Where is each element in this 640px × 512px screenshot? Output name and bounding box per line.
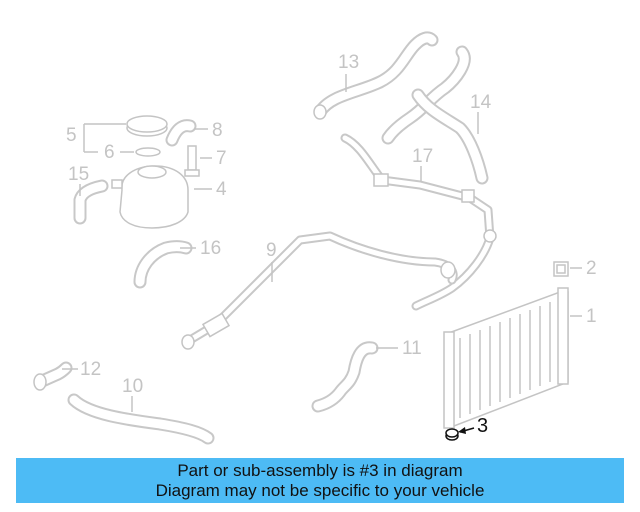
part-9-pipe bbox=[181, 231, 458, 350]
callout-3: 3 bbox=[477, 415, 488, 437]
callout-1: 1 bbox=[586, 306, 597, 327]
callout-8: 8 bbox=[212, 120, 223, 141]
callout-7: 7 bbox=[216, 148, 227, 169]
part-4-expansion-tank bbox=[111, 165, 189, 229]
part-10-hose bbox=[67, 393, 215, 445]
part-13-hose bbox=[313, 31, 439, 120]
callout-3-arrowhead bbox=[458, 427, 466, 434]
part-7-sensor bbox=[184, 145, 200, 177]
part-14-hose bbox=[381, 45, 489, 185]
part-15-hose bbox=[73, 179, 109, 225]
banner-line-2: Diagram may not be specific to your vehi… bbox=[155, 480, 485, 500]
part-6-seal bbox=[135, 147, 161, 157]
callout-15: 15 bbox=[68, 164, 89, 185]
callout-16: 16 bbox=[200, 238, 221, 259]
callout-10: 10 bbox=[122, 376, 143, 397]
callout-14: 14 bbox=[470, 92, 492, 113]
part-5-cap bbox=[126, 115, 168, 137]
callout-13: 13 bbox=[338, 52, 359, 73]
part-12-elbow bbox=[33, 361, 73, 391]
part-1-radiator bbox=[443, 287, 569, 429]
info-banner: Part or sub-assembly is #3 in diagram Di… bbox=[16, 458, 624, 503]
part-2-bracket bbox=[553, 261, 569, 277]
part-16-hose bbox=[133, 240, 193, 289]
part-11-hose bbox=[311, 341, 379, 413]
callout-9: 9 bbox=[266, 240, 277, 261]
callout-12: 12 bbox=[80, 359, 101, 380]
callout-6: 6 bbox=[104, 142, 115, 163]
callout-2: 2 bbox=[586, 258, 597, 279]
callout-17: 17 bbox=[412, 146, 433, 167]
banner-line-1: Part or sub-assembly is #3 in diagram bbox=[177, 460, 463, 480]
part-8-fitting bbox=[165, 119, 197, 147]
callout-4: 4 bbox=[216, 179, 227, 200]
part-3-grommet bbox=[445, 428, 459, 441]
callout-5: 5 bbox=[66, 125, 77, 146]
part-17-pipe bbox=[340, 133, 497, 311]
callout-11: 11 bbox=[402, 338, 422, 359]
